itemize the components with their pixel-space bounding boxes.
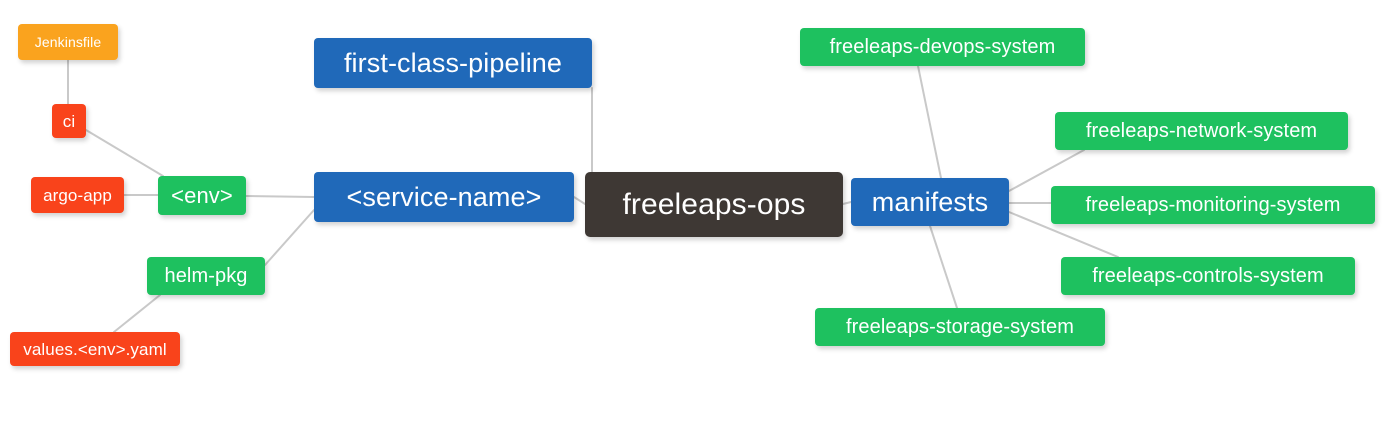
node-monitoring-system[interactable]: freeleaps-monitoring-system: [1051, 186, 1375, 224]
node-ci[interactable]: ci: [52, 104, 86, 138]
node-label: Jenkinsfile: [34, 34, 102, 50]
node-label: argo-app: [43, 185, 112, 205]
node-controls-system[interactable]: freeleaps-controls-system: [1061, 257, 1355, 295]
node-first-class-pipeline[interactable]: first-class-pipeline: [314, 38, 592, 88]
node-label: manifests: [871, 186, 989, 217]
node-storage-system[interactable]: freeleaps-storage-system: [815, 308, 1105, 346]
node-label: first-class-pipeline: [343, 47, 563, 78]
node-values-yaml[interactable]: values.<env>.yaml: [10, 332, 180, 366]
node-helm-pkg[interactable]: helm-pkg: [147, 257, 265, 295]
node-service-name[interactable]: <service-name>: [314, 172, 574, 222]
node-label: <service-name>: [346, 181, 542, 212]
node-jenkinsfile[interactable]: Jenkinsfile: [18, 24, 118, 60]
node-label: helm-pkg: [164, 265, 248, 287]
edge-helm-pkg-to-values-yaml: [113, 294, 161, 333]
node-label: freeleaps-storage-system: [845, 316, 1075, 338]
edge-freeleaps-ops-to-manifests: [842, 201, 852, 205]
node-label: freeleaps-controls-system: [1092, 265, 1324, 287]
node-argo-app[interactable]: argo-app: [31, 177, 124, 213]
node-label: freeleaps-devops-system: [829, 36, 1056, 58]
edge-manifests-to-network-system: [1008, 149, 1085, 192]
node-label: ci: [62, 111, 76, 131]
node-network-system[interactable]: freeleaps-network-system: [1055, 112, 1348, 150]
node-label: freeleaps-ops: [622, 187, 806, 221]
node-freeleaps-ops[interactable]: freeleaps-ops: [585, 172, 843, 237]
node-label: freeleaps-network-system: [1085, 120, 1318, 142]
edge-service-name-to-helm-pkg: [264, 209, 315, 266]
edge-env-to-ci: [85, 129, 164, 177]
edge-manifests-to-storage-system: [929, 225, 958, 309]
node-label: <env>: [171, 182, 233, 208]
node-manifests[interactable]: manifests: [851, 178, 1009, 226]
node-devops-system[interactable]: freeleaps-devops-system: [800, 28, 1085, 66]
edge-service-name-to-env: [245, 195, 315, 198]
node-label: freeleaps-monitoring-system: [1085, 194, 1341, 216]
edge-manifests-to-devops-system: [917, 65, 942, 179]
node-env[interactable]: <env>: [158, 176, 246, 215]
node-label: values.<env>.yaml: [23, 339, 167, 359]
edge-freeleaps-ops-to-service-name: [573, 196, 586, 205]
